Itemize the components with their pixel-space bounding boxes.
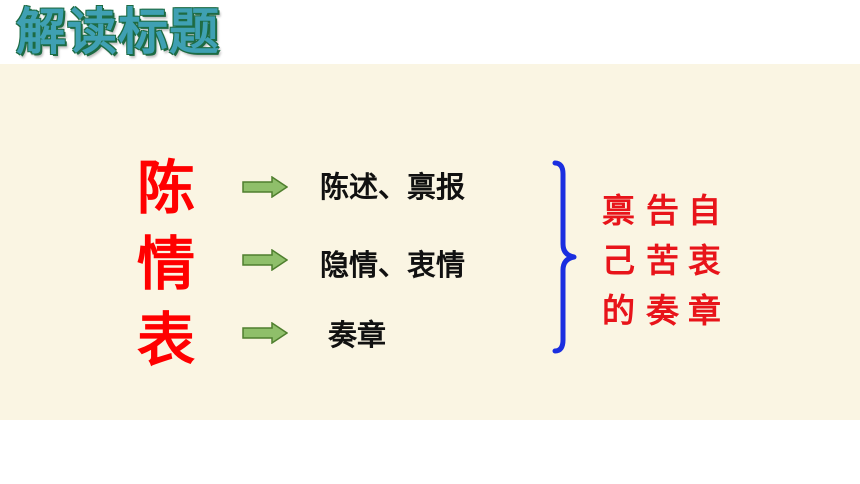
summary-column: 禀 己 的 xyxy=(602,186,635,336)
right-arrow-icon xyxy=(242,322,288,344)
summary-char: 奏 xyxy=(646,291,679,330)
title-char: 情 xyxy=(136,230,195,298)
summary-char: 苦 xyxy=(646,241,679,280)
summary-char: 告 xyxy=(646,191,679,230)
summary-char: 己 xyxy=(602,241,635,280)
summary-column: 自 衷 章 xyxy=(688,186,721,336)
summary-char: 的 xyxy=(602,291,635,330)
summary-char: 自 xyxy=(688,191,721,230)
title-char: 陈 xyxy=(136,154,195,222)
term-feelings: 隐情、衷情 xyxy=(320,248,466,282)
right-brace-icon xyxy=(552,160,577,354)
vertical-title: 陈 情 表 xyxy=(130,150,202,378)
term-statement: 陈述、禀报 xyxy=(320,170,466,204)
page-heading: 解读标题 xyxy=(16,3,220,61)
term-memorial: 奏章 xyxy=(328,318,387,352)
right-arrow-icon xyxy=(242,176,288,198)
summary-char: 衷 xyxy=(688,241,721,280)
content-panel xyxy=(0,64,860,420)
right-arrow-icon xyxy=(242,249,288,271)
title-char: 表 xyxy=(136,306,195,374)
summary-char: 章 xyxy=(688,291,721,330)
summary-char: 禀 xyxy=(602,191,635,230)
summary-column: 告 苦 奏 xyxy=(646,186,679,336)
